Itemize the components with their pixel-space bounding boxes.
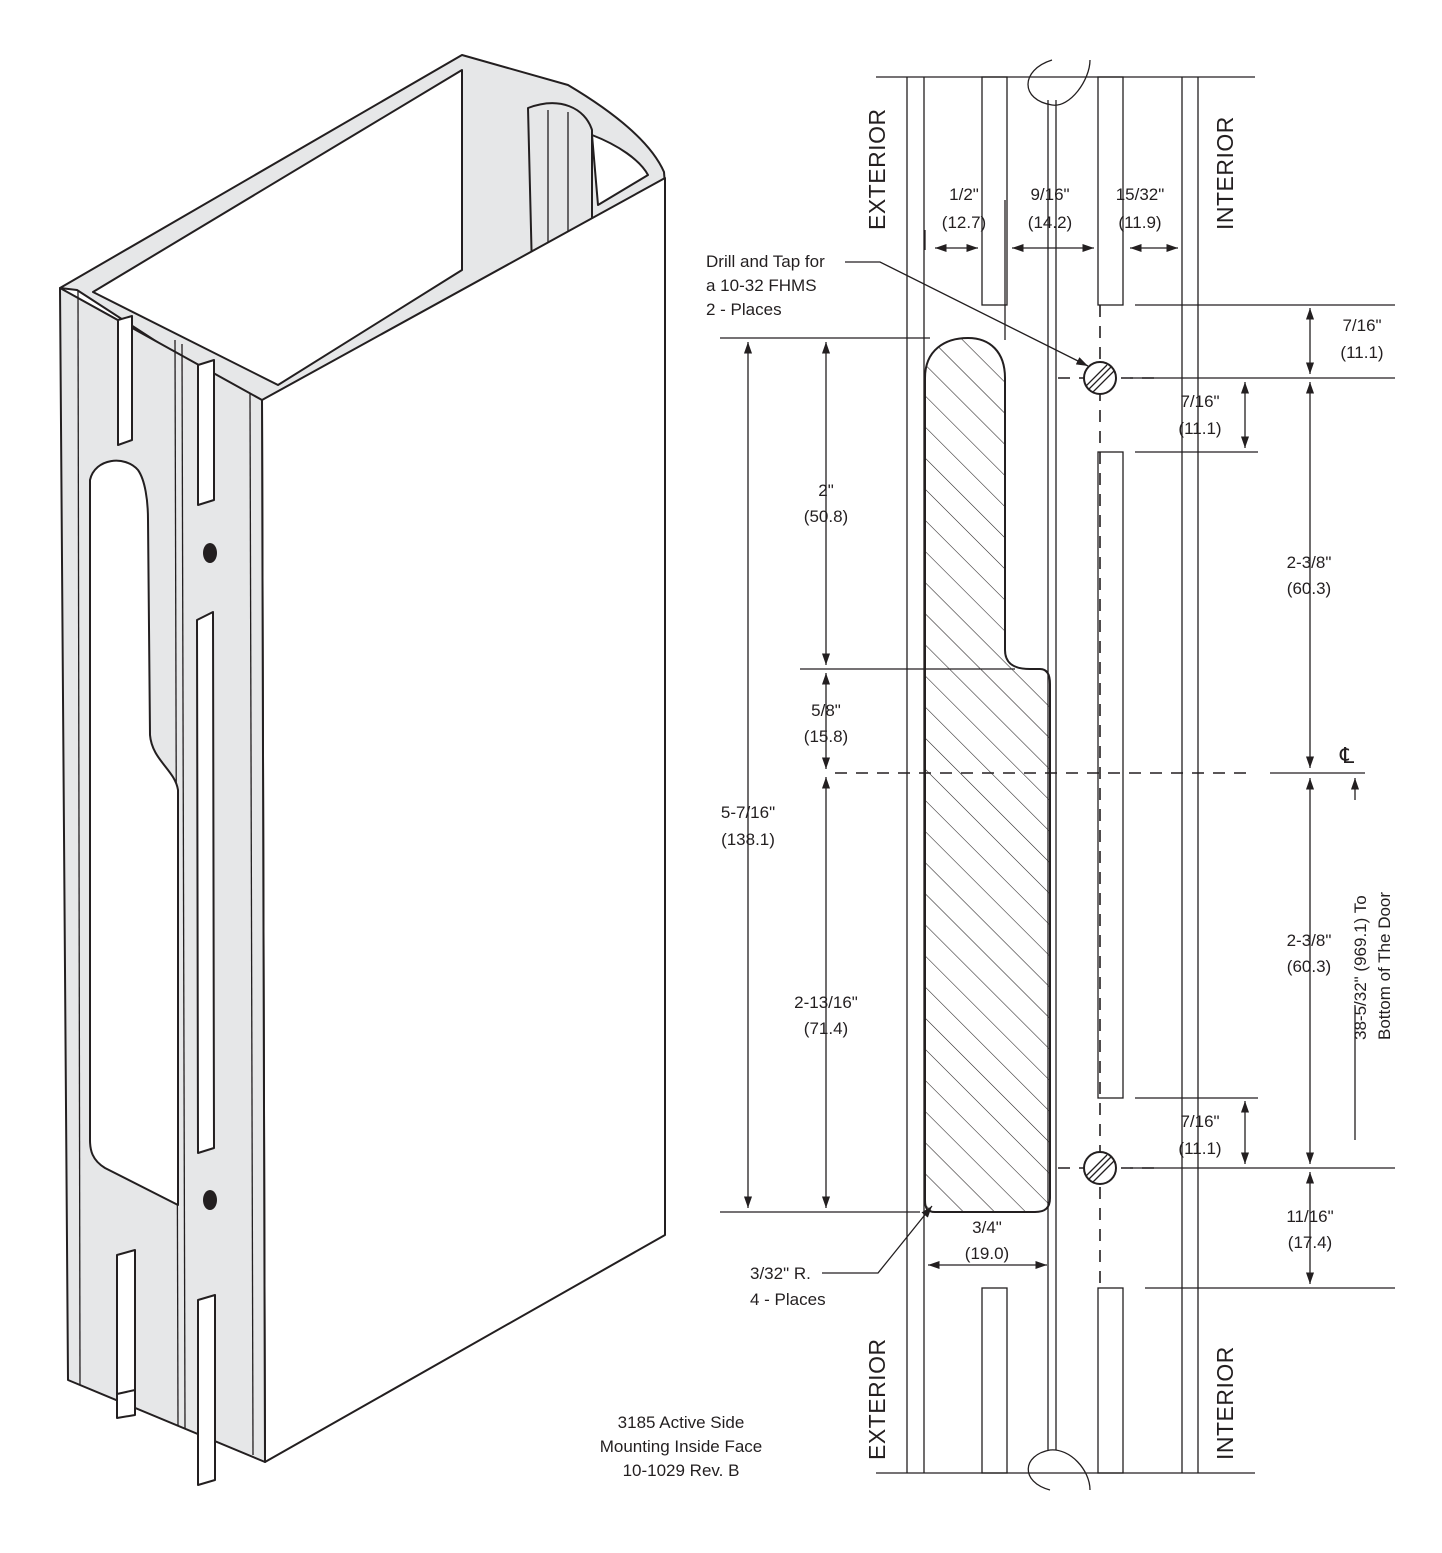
dim-cutout-lower-mm: (71.4) [804,1019,848,1038]
dim-w-1532-mm: (11.9) [1118,213,1161,232]
radius-line1: 3/32" R. [750,1264,811,1283]
dim-upper-hole-gap-in: 7/16" [1180,392,1219,411]
dim-upper-to-cl-in: 2-3/8" [1287,553,1332,572]
dim-upper-to-cl-mm: (60.3) [1287,579,1331,598]
side-labels: EXTERIOR INTERIOR EXTERIOR INTERIOR [864,108,1238,1460]
radius-line2: 4 - Places [750,1290,826,1309]
dim-cutout-step-in: 5/8" [811,701,841,720]
dim-cutout-lower-in: 2-13/16" [794,993,858,1012]
dim-bottom-margin-mm: (17.4) [1288,1233,1332,1252]
dim-w-916-mm: (14.2) [1028,213,1072,232]
dim-upper-hole-gap-mm: (11.1) [1178,419,1221,438]
dim-w-1532-in: 15/32" [1116,185,1165,204]
dim-cutout-upper-mm: (50.8) [804,507,848,526]
dim-cutout-width-mm: (19.0) [965,1244,1009,1263]
title-block: 3185 Active Side Mounting Inside Face 10… [600,1413,763,1480]
drill-tap-line1: Drill and Tap for [706,252,825,271]
drill-tap-line2: a 10-32 FHMS [706,276,817,295]
interior-label-top: INTERIOR [1212,116,1238,230]
exterior-label-bottom: EXTERIOR [864,1338,890,1460]
dim-cl-to-lower-mm: (60.3) [1287,957,1331,976]
dim-top-margin-mm: (11.1) [1340,343,1383,362]
title-line1: 3185 Active Side [618,1413,745,1432]
dim-top-margin-in: 7/16" [1342,316,1381,335]
dim-w-half-in: 1/2" [949,185,979,204]
dim-bottom-margin-in: 11/16" [1286,1207,1333,1226]
isometric-extrusion-view [59,54,666,1486]
title-line3: 10-1029 Rev. B [623,1461,740,1480]
cutout-hatched [924,336,1051,1213]
dim-cutout-total-in: 5-7/16" [721,803,775,822]
interior-label-bottom: INTERIOR [1212,1346,1238,1460]
title-line2: Mounting Inside Face [600,1437,763,1456]
exterior-label-top: EXTERIOR [864,108,890,230]
elevation-view [720,59,1395,1491]
to-bottom-line2: Bottom of The Door [1375,892,1394,1040]
dimension-labels: 1/2" (12.7) 9/16" (14.2) 15/32" (11.9) 7… [721,185,1384,1263]
dim-w-916-in: 9/16" [1030,185,1069,204]
to-bottom-line1: 38-5/32" (969.1) To [1351,895,1370,1040]
dim-cutout-total-mm: (138.1) [721,830,775,849]
dim-w-half-mm: (12.7) [942,213,986,232]
drill-tap-line3: 2 - Places [706,300,782,319]
callouts: Drill and Tap for a 10-32 FHMS 2 - Place… [706,252,1394,1309]
centerline-symbol: ℄ [1339,743,1355,768]
dim-cutout-step-mm: (15.8) [804,727,848,746]
dim-lower-hole-gap-in: 7/16" [1180,1112,1219,1131]
dim-cutout-width-in: 3/4" [972,1218,1002,1237]
dim-cutout-upper-in: 2" [818,481,834,500]
dim-cl-to-lower-in: 2-3/8" [1287,931,1332,950]
dim-lower-hole-gap-mm: (11.1) [1178,1139,1221,1158]
